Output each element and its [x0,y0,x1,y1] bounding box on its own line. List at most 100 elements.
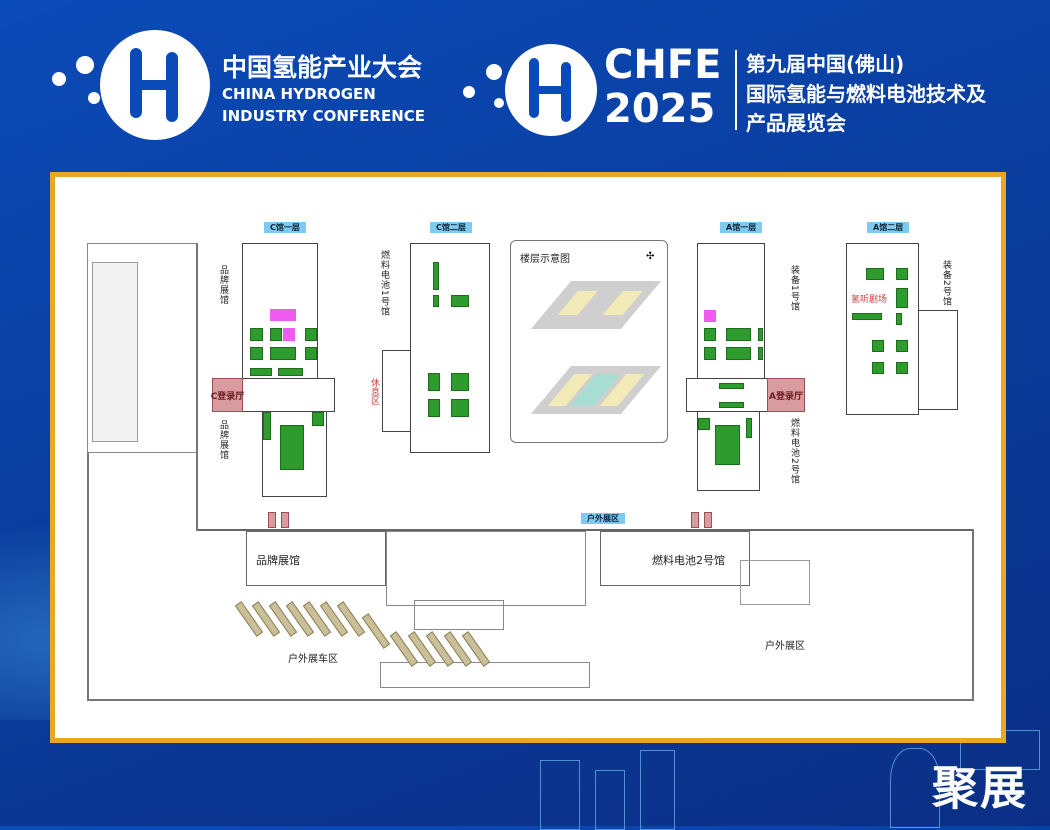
label-equipment-hall-1: 装备1号馆 [788,265,801,312]
theater-label: 氢听剧场 [851,292,888,305]
booth [428,399,440,417]
booth [896,340,908,352]
parking-area [92,262,138,442]
logo-dot [494,98,504,108]
tag-c-hall-floor1: C馆一层 [264,222,306,233]
booth [715,425,740,465]
entrance-marker [268,512,276,528]
booth [433,262,439,290]
booth [896,268,908,280]
a-hall-floor2-annex [918,310,958,410]
booth [719,383,744,389]
booth [270,347,296,360]
entrance-marker [281,512,289,528]
booth-special [270,309,296,321]
outdoor-booth-block [740,560,810,605]
lower-floor-shape [530,366,662,414]
label-fuel-cell-hall-2-ground: 燃料电池2号馆 [652,552,725,568]
label-outdoor-car-area: 户外展车区 [288,650,338,665]
booth [305,328,317,341]
entrance-marker [704,512,712,528]
site-boundary [196,243,198,531]
tag-c-hall-floor2: C馆二层 [430,222,472,233]
tag-a-hall-floor2: A馆二层 [867,222,910,233]
event-year: 2025 [604,86,716,132]
entrance-marker [691,512,699,528]
h-logo-icon [505,44,597,136]
floor-schematic-title: 楼层示意图 [520,250,570,265]
label-brand-hall-lower: 品牌展馆 [217,420,230,460]
label-fuel-cell-hall-2: 燃料电池2号馆 [788,418,801,485]
c-hall-concourse [242,378,335,412]
c-hall-floor2 [410,243,490,453]
booth [278,368,303,376]
conference-en-line1: CHINA HYDROGEN [222,85,376,103]
booth [896,288,908,308]
booth [698,418,710,430]
fuel-cell-hall-2-ground [600,531,750,586]
booth [704,347,716,360]
booth [872,362,884,374]
label-brand-hall-ground: 品牌展馆 [256,552,300,568]
booth [280,425,304,470]
juzhan-brand-text: 聚展 [932,761,1028,815]
event-short: CHFE [604,42,722,88]
booth [428,373,440,391]
rest-area-label: 休息区 [368,378,381,405]
expo-line-1: 第九届中国(佛山) [746,52,905,76]
booth [312,412,324,426]
upper-floor-shape [530,281,662,329]
booth [852,313,882,320]
divider [735,50,737,130]
booth [758,347,763,360]
tag-a-hall-floor1: A馆一层 [720,222,763,233]
booth [704,328,716,341]
site-boundary [972,529,974,701]
logo-dot [88,92,100,104]
booth [726,328,751,341]
site-boundary [87,453,89,700]
label-brand-hall-upper: 品牌展馆 [217,265,230,305]
conference-en-line2: INDUSTRY CONFERENCE [222,107,426,125]
booth [896,362,908,374]
booth [866,268,884,280]
central-building [386,531,586,606]
booth [451,295,469,307]
booth [872,340,884,352]
logo-dot [76,56,94,74]
booth-special [283,328,295,341]
central-stairs [414,600,504,630]
floor-schematic: ✣ [510,240,668,443]
c-registration-lobby: C登录厅 [211,378,244,412]
booth [896,313,902,325]
rest-area-building [382,350,411,432]
a-registration-lobby: A登录厅 [767,378,805,412]
booth [746,418,752,438]
logo-dot [52,72,66,86]
site-boundary [87,699,973,701]
label-fuel-cell-hall-1: 燃料电池1号馆 [378,250,391,317]
booth [758,328,763,341]
booth [451,399,469,417]
booth [250,347,263,360]
booth [719,402,744,408]
booth [433,295,439,307]
booth [250,328,263,341]
brand-hall-ground [246,531,386,586]
expo-line-2: 国际氢能与燃料电池技术及 [746,82,986,106]
booth [726,347,751,360]
label-equipment-hall-2: 装备2号馆 [940,260,953,307]
booth [263,412,271,440]
booth [451,373,469,391]
tag-outdoor-area: 户外展区 [581,513,625,524]
conference-cn-title: 中国氢能产业大会 [222,53,423,82]
logo-dot [463,86,475,98]
h-logo-icon [100,30,210,140]
label-outdoor-area: 户外展区 [765,637,805,652]
booth [250,368,272,376]
booth [305,347,317,360]
booth-special [704,310,716,322]
booth [270,328,282,341]
logo-dot [486,64,502,80]
